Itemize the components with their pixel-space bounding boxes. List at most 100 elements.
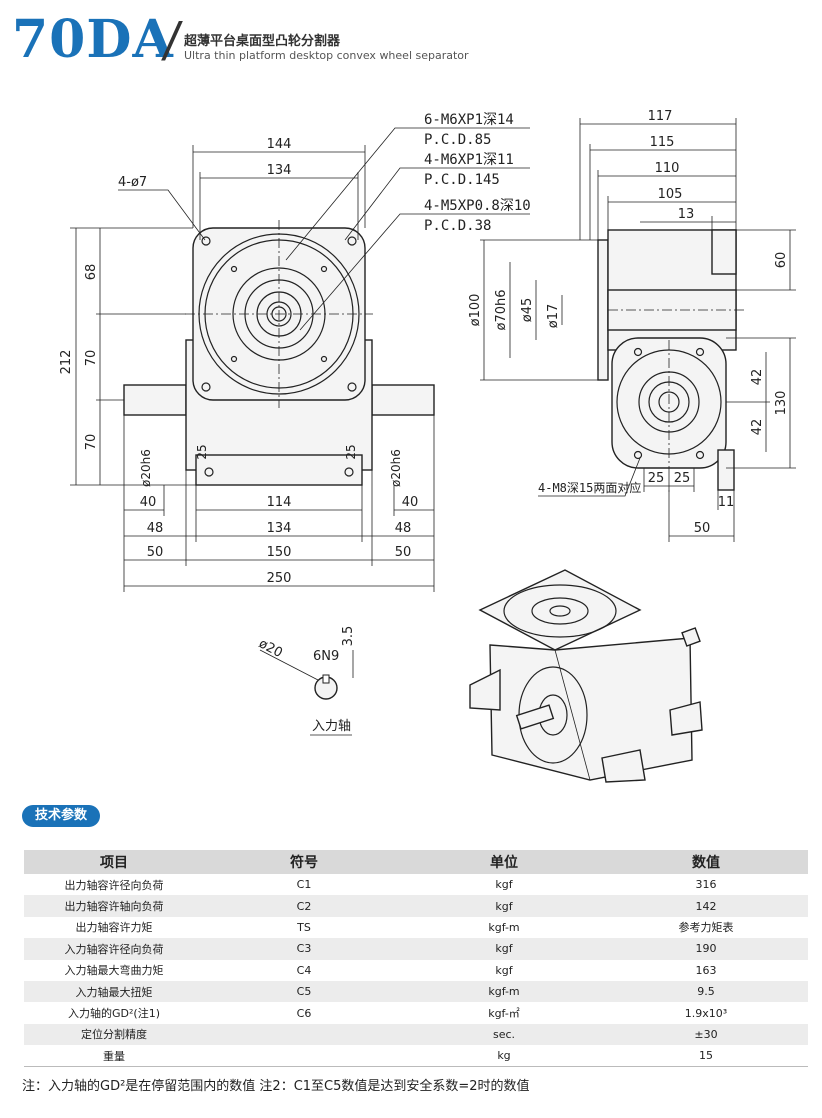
table-row: 入力轴最大弯曲力矩 C4 kgf 163 bbox=[24, 960, 808, 981]
callout-2-line1: 4-M6XP1深11 bbox=[424, 152, 514, 168]
cell-item: 入力轴的GD²(注1) bbox=[68, 1007, 160, 1021]
cell-symbol bbox=[204, 1023, 404, 1046]
cell-symbol: C5 bbox=[204, 980, 404, 1003]
side-flange bbox=[597, 239, 609, 381]
side-view: 117 115 110 105 13 ø100 ø70h6 ø45 ø17 60… bbox=[468, 109, 796, 542]
cell-item: 定位分割精度 bbox=[24, 1023, 204, 1046]
side-dim-25a: 25 bbox=[648, 471, 665, 486]
shaft-detail-caption: 入力轴 bbox=[312, 719, 351, 734]
cell-value: 参考力矩表 bbox=[678, 921, 734, 935]
cell-value: 1.9x10³ bbox=[684, 1006, 728, 1020]
shaft-depth-label: 3.5 bbox=[341, 626, 356, 647]
cell-symbol: C6 bbox=[296, 1006, 312, 1020]
footnote: 注：入力轴的GD²是在停留范围内的数值 注2：C1至C5数值是达到安全系数=2时… bbox=[22, 1079, 530, 1094]
dim-134-bottom: 134 bbox=[267, 521, 292, 536]
callout-1-line2: P.C.D.85 bbox=[424, 132, 491, 148]
product-title-cn: 超薄平台桌面型凸轮分割器 bbox=[184, 34, 341, 49]
shaft-right-label: ø20h6 bbox=[389, 449, 403, 487]
side-dim-13: 13 bbox=[678, 207, 695, 222]
side-bottom-note: 4-M8深15两面对应 bbox=[538, 480, 641, 495]
side-dim-42b: 42 bbox=[750, 419, 765, 436]
dim-40-right: 40 bbox=[402, 495, 419, 510]
model-number: 70DA bbox=[12, 9, 174, 70]
dim-48-right: 48 bbox=[395, 521, 412, 536]
col-value: 数值 bbox=[604, 850, 808, 874]
shaft-detail: ø20 6N9 3.5 入力轴 bbox=[256, 626, 356, 736]
cell-value: 9.5 bbox=[604, 980, 808, 1003]
cell-unit: sec. bbox=[404, 1023, 604, 1046]
dim-134: 134 bbox=[267, 163, 292, 178]
dim-114: 114 bbox=[267, 495, 292, 510]
isometric-view bbox=[469, 569, 703, 783]
cell-item: 出力轴容许轴向负荷 bbox=[24, 895, 204, 917]
cell-unit: kgf bbox=[404, 895, 604, 917]
side-dim-11: 11 bbox=[718, 495, 735, 510]
dim-70b: 70 bbox=[84, 434, 99, 451]
right-shaft bbox=[371, 384, 435, 416]
dia-100: ø100 bbox=[468, 294, 483, 327]
dim-68: 68 bbox=[84, 264, 99, 281]
front-view: 144 134 4-ø7 212 68 70 70 ø20h6 ø20h6 25… bbox=[59, 137, 435, 592]
table-row: 出力轴容许轴向负荷 C2 kgf 142 bbox=[24, 895, 808, 917]
cell-value: 15 bbox=[604, 1045, 808, 1068]
table-row: 入力轴的GD²(注1) C6 kgf-㎡ 1.9x10³ bbox=[24, 1002, 808, 1023]
r-label-right: 25 bbox=[344, 444, 358, 459]
side-dim-25b: 25 bbox=[674, 471, 691, 486]
dim-150: 150 bbox=[267, 545, 292, 560]
left-shaft bbox=[123, 384, 187, 416]
table-row: 重量 kg 15 bbox=[24, 1045, 808, 1068]
dim-50-right: 50 bbox=[395, 545, 412, 560]
callout-3-line2: P.C.D.38 bbox=[424, 218, 491, 234]
shaft-dia-label: ø20 bbox=[256, 636, 285, 661]
side-dim-50: 50 bbox=[694, 521, 711, 536]
side-dim-42a: 42 bbox=[750, 369, 765, 386]
callout-3-line1: 4-M5XP0.8深10 bbox=[424, 198, 531, 214]
section-label: 技术参数 bbox=[22, 805, 100, 827]
cell-symbol: TS bbox=[297, 920, 311, 934]
dim-40-left: 40 bbox=[140, 495, 157, 510]
callout-2-line2: P.C.D.145 bbox=[424, 172, 500, 188]
shaft-keyway-label: 6N9 bbox=[313, 649, 339, 664]
table-row: 出力轴容许力矩 TS kgf-m 参考力矩表 bbox=[24, 917, 808, 938]
side-dim-60: 60 bbox=[774, 252, 789, 269]
dim-212: 212 bbox=[59, 350, 74, 375]
table-row: 入力轴最大扭矩 C5 kgf-m 9.5 bbox=[24, 980, 808, 1003]
col-item: 项目 bbox=[24, 850, 204, 874]
product-title-en: Ultra thin platform desktop convex wheel… bbox=[184, 49, 469, 62]
cell-symbol: C2 bbox=[204, 895, 404, 917]
iso-top-plate bbox=[478, 569, 642, 651]
cell-item: 出力轴容许力矩 bbox=[75, 921, 153, 935]
side-dim-117: 117 bbox=[648, 109, 673, 124]
cell-item: 入力轴最大弯曲力矩 bbox=[64, 964, 164, 978]
cell-value: 190 bbox=[604, 938, 808, 960]
cell-item: 入力轴容许径向负荷 bbox=[24, 938, 204, 960]
cell-unit: kg bbox=[404, 1045, 604, 1068]
cell-item: 入力轴最大扭矩 bbox=[24, 980, 204, 1003]
callout-1-line1: 6-M6XP1深14 bbox=[424, 112, 514, 128]
table-row: 出力轴容许径向负荷 C1 kgf 316 bbox=[24, 874, 808, 895]
cell-symbol bbox=[204, 1045, 404, 1068]
cell-symbol: C3 bbox=[204, 938, 404, 960]
cell-symbol: C1 bbox=[296, 878, 312, 892]
dia-45: ø45 bbox=[520, 298, 535, 323]
table-row: 入力轴容许径向负荷 C3 kgf 190 bbox=[24, 938, 808, 960]
cell-unit: kgf-m bbox=[488, 920, 520, 934]
spec-table: 项目 符号 单位 数值 出力轴容许径向负荷 C1 kgf 316 出力轴容许轴向… bbox=[24, 850, 808, 1068]
cell-value: 163 bbox=[695, 963, 717, 977]
shaft-left-label: ø20h6 bbox=[139, 449, 153, 487]
dia-17: ø17 bbox=[546, 304, 561, 329]
cell-unit: kgf bbox=[404, 938, 604, 960]
hole-note: 4-ø7 bbox=[118, 175, 147, 190]
iso-body bbox=[489, 637, 693, 781]
cell-value: ±30 bbox=[604, 1023, 808, 1046]
table-header-row: 项目 符号 单位 数值 bbox=[24, 850, 808, 874]
side-dim-130: 130 bbox=[774, 391, 789, 416]
technical-drawing: 144 134 4-ø7 212 68 70 70 ø20h6 ø20h6 25… bbox=[59, 109, 796, 783]
dim-50-left: 50 bbox=[147, 545, 164, 560]
cell-item: 重量 bbox=[24, 1045, 204, 1068]
dim-250: 250 bbox=[267, 571, 292, 586]
r-label-left: 25 bbox=[195, 444, 209, 459]
dim-48-left: 48 bbox=[147, 521, 164, 536]
table-row: 定位分割精度 sec. ±30 bbox=[24, 1023, 808, 1046]
cell-unit: kgf bbox=[495, 963, 513, 977]
